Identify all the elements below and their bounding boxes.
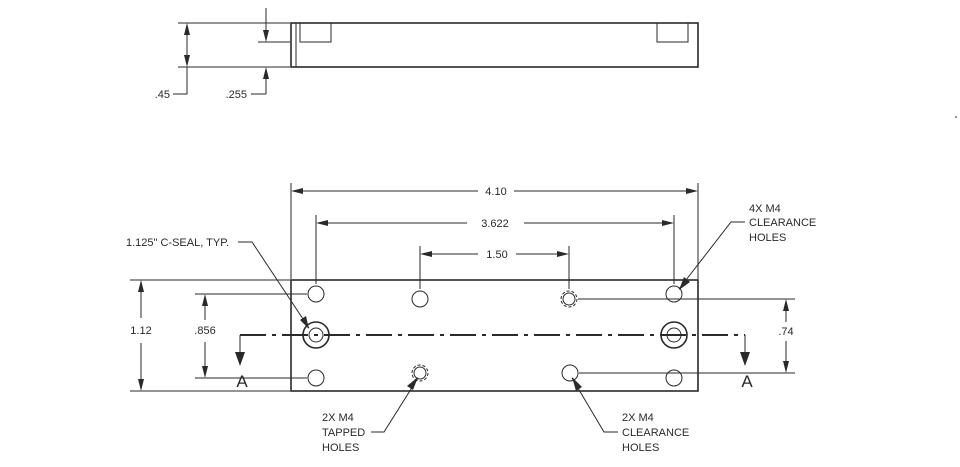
dimension-label-outer-hole-spacing: 3.622 (481, 218, 509, 230)
clearance-hole-bottom-right (665, 369, 683, 387)
clearance-hole-top-right (665, 285, 683, 303)
callout-clearance-line-3: HOLES (622, 442, 659, 454)
side-view: .45 .255 (155, 8, 699, 101)
callout-tapped-line-3: HOLES (322, 442, 359, 454)
section-arrow-left: A (235, 335, 248, 391)
section-arrow-right: A (740, 335, 753, 391)
tapped-hole-bottom-inner-left (411, 364, 429, 382)
c-seal-right (660, 321, 688, 349)
dimension-inner-row-spacing: .74 (578, 298, 795, 374)
callout-4x-clearance-holes: 4X M4 CLEARANCE HOLES (678, 203, 816, 290)
clearance-hole-top-inner-left (411, 290, 429, 308)
dimension-overall-length: 4.10 (290, 183, 699, 279)
callout-tapped-line-2: TAPPED (322, 427, 365, 439)
dimension-overall-thickness: .45 (155, 22, 290, 101)
callout-2x-tapped-holes: 2X M4 TAPPED HOLES (322, 377, 419, 454)
dimension-label-overall-height: 1.12 (130, 325, 151, 337)
callout-c-seal-text: 1.125" C-SEAL, TYP. (126, 237, 229, 249)
callout-clearance-line-2: CLEARANCE (622, 427, 689, 439)
callout-tapped-line-1: 2X M4 (322, 412, 354, 424)
dimension-outer-hole-spacing: 3.622 (315, 215, 675, 284)
callout-4x-line-2: CLEARANCE (749, 217, 816, 229)
plan-view: A A 4.10 3.622 (130, 183, 795, 392)
callout-4x-line-1: 4X M4 (749, 203, 781, 215)
clearance-hole-bottom-inner-right (561, 364, 579, 382)
callout-4x-line-3: HOLES (749, 232, 786, 244)
dimension-label-pocket-depth: .255 (226, 89, 247, 101)
callout-2x-clearance-holes: 2X M4 CLEARANCE HOLES (571, 377, 689, 454)
dimension-pocket-depth: .255 (226, 8, 290, 101)
dimension-label-inner-row-spacing: .74 (778, 326, 793, 338)
dimension-inner-hole-spacing: 1.50 (419, 246, 570, 289)
dimension-outer-row-spacing: .856 (194, 293, 307, 379)
clearance-hole-top-left (307, 285, 325, 303)
side-view-pocket-left (299, 22, 332, 43)
section-label-left: A (236, 372, 248, 391)
dimension-overall-height: 1.12 (130, 279, 290, 392)
dimension-label-overall-thickness: .45 (155, 89, 170, 101)
section-label-right: A (741, 372, 753, 391)
side-view-body (290, 22, 699, 68)
callout-clearance-line-1: 2X M4 (622, 412, 654, 424)
dimension-label-overall-length: 4.10 (485, 186, 506, 198)
tapped-hole-top-inner-right (560, 290, 578, 308)
side-view-pocket-right (656, 22, 689, 43)
dimension-label-outer-row-spacing: .856 (194, 325, 215, 337)
clearance-hole-bottom-left (307, 369, 325, 387)
callout-c-seal: 1.125" C-SEAL, TYP. (126, 237, 310, 329)
c-seal-left (302, 321, 330, 349)
dimension-label-inner-hole-spacing: 1.50 (486, 249, 507, 261)
